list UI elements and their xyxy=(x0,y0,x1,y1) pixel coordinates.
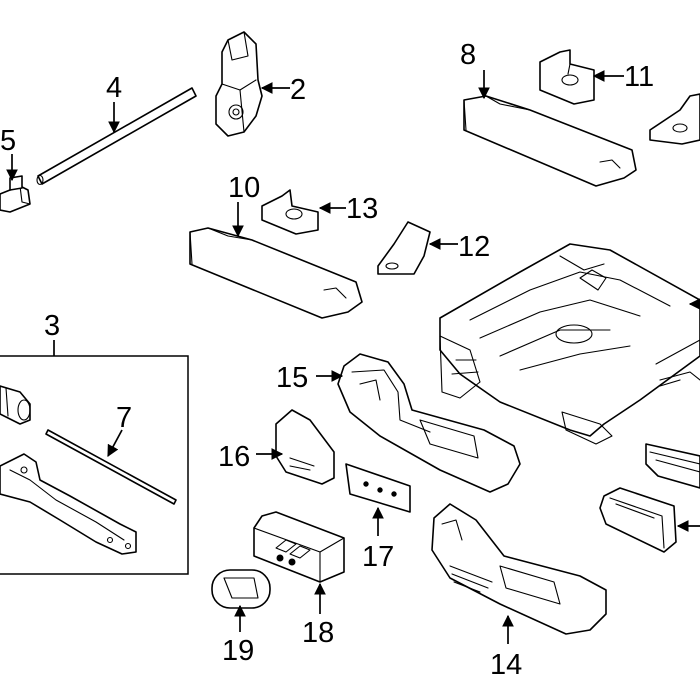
callout-14: 14 xyxy=(490,649,522,681)
part-3-bracket[interactable] xyxy=(0,453,137,555)
part-15-side-shield[interactable] xyxy=(337,353,521,493)
part-8-track-lower[interactable] xyxy=(189,227,363,319)
callout-4: 4 xyxy=(106,72,122,104)
part-19-knob[interactable] xyxy=(211,569,271,609)
part-11-track-upper[interactable] xyxy=(463,95,637,187)
part-2-motor[interactable] xyxy=(215,31,263,137)
callout-13: 13 xyxy=(346,193,378,225)
callout-3: 3 xyxy=(44,310,60,342)
kit-box xyxy=(0,355,189,575)
part-12-bracket[interactable] xyxy=(377,221,431,275)
callout-8: 10 xyxy=(228,172,260,204)
callout-17: 17 xyxy=(362,541,394,573)
part-17-switch-bezel[interactable] xyxy=(345,463,411,513)
callout-10: 11 xyxy=(624,61,654,93)
part-4-rod[interactable] xyxy=(36,87,197,186)
part-module-upper-right[interactable] xyxy=(645,443,700,489)
callout-15: 15 xyxy=(276,362,308,394)
callout-16: 16 xyxy=(218,441,250,473)
part-bracket-right-edge[interactable] xyxy=(649,93,700,145)
callout-5: 5 xyxy=(0,125,16,157)
part-16-inner-panel[interactable] xyxy=(275,409,335,485)
callout-11: 8 xyxy=(460,39,476,71)
part-10-bracket[interactable] xyxy=(539,49,595,105)
part-14-outer-shield[interactable] xyxy=(431,503,607,635)
part-18-switch[interactable] xyxy=(253,511,345,583)
part-3-actuator[interactable] xyxy=(0,385,31,425)
part-5-connector[interactable] xyxy=(0,175,31,213)
callout-19: 19 xyxy=(222,635,254,667)
callout-7: 7 xyxy=(116,402,132,434)
part-module-lower-right[interactable] xyxy=(599,487,677,553)
part-13-bracket[interactable] xyxy=(261,189,319,235)
callout-2: 2 xyxy=(290,74,306,106)
callout-12: 12 xyxy=(458,231,490,263)
callout-18: 18 xyxy=(302,617,334,649)
part-seat-frame[interactable] xyxy=(439,243,700,445)
part-7-cable[interactable] xyxy=(45,429,177,505)
